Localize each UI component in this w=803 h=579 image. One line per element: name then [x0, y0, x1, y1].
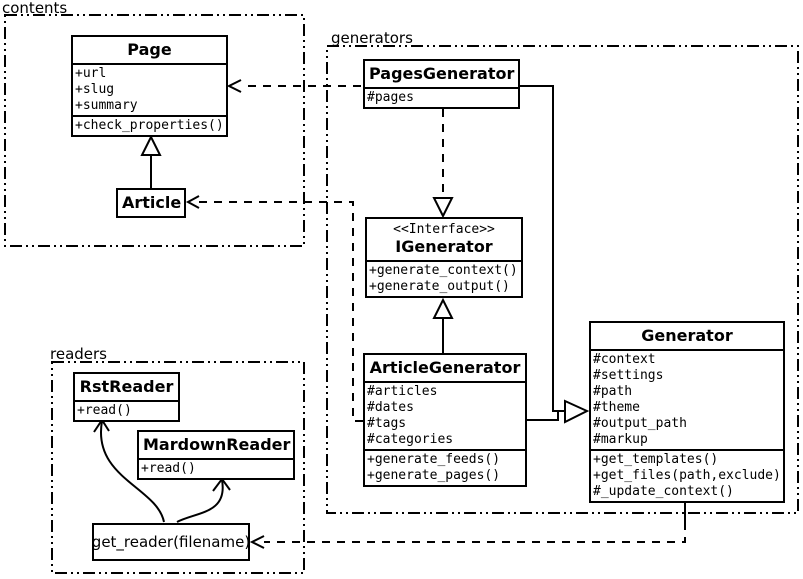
attributes-compartment-generator: #context#settings#path#theme#output_path… [591, 349, 783, 449]
class-box-articlegenerator: ArticleGenerator #articles#dates#tags#ca… [363, 353, 527, 487]
member-row: +get_templates() [593, 452, 719, 467]
edge-pagesgenerator-igenerator-realization [432, 109, 454, 219]
class-title-igenerator: <<Interface>> IGenerator [367, 219, 521, 260]
class-name-generator: Generator [641, 326, 733, 345]
class-name-rstreader: RstReader [79, 377, 174, 396]
member-row: +check_properties() [75, 118, 224, 133]
attributes-compartment-articlegenerator: #articles#dates#tags#categories [365, 381, 525, 449]
class-box-rstreader: RstReader +read() [73, 372, 180, 422]
class-box-mardownreader: MardownReader +read() [137, 430, 295, 480]
class-name-pagesgenerator: PagesGenerator [369, 64, 515, 83]
methods-compartment-mardownreader: +read() [139, 458, 293, 478]
package-label-generators: generators [331, 29, 413, 47]
edge-generators-generator-inheritance [520, 85, 590, 424]
member-row: #articles [367, 384, 438, 399]
member-row: +read() [141, 461, 196, 476]
member-row: +url [75, 66, 107, 81]
class-name-igenerator: IGenerator [395, 237, 493, 256]
methods-compartment-page: +check_properties() [73, 115, 226, 135]
member-row: #tags [367, 416, 407, 431]
member-row: #path [593, 384, 633, 399]
function-label-get-reader: get_reader(filename) [91, 533, 251, 551]
class-box-article: Article [116, 188, 186, 218]
class-box-page: Page +url+slug+summary +check_properties… [71, 35, 228, 137]
class-box-igenerator: <<Interface>> IGenerator +generate_conte… [365, 217, 523, 298]
stereotype-igenerator: <<Interface>> [393, 222, 495, 237]
package-frame-generators [326, 45, 799, 514]
edge-articlegenerator-igenerator-inheritance [432, 297, 454, 353]
member-row: #_update_context() [593, 484, 734, 499]
member-row: #theme [593, 400, 640, 415]
edge-article-page-inheritance [140, 134, 162, 188]
attributes-compartment-pagesgenerator: #pages [365, 87, 518, 107]
member-row: #markup [593, 432, 648, 447]
member-row: +read() [77, 403, 132, 418]
member-row: #output_path [593, 416, 687, 431]
member-row: +generate_pages() [367, 468, 501, 483]
methods-compartment-rstreader: +read() [75, 400, 178, 420]
edge-articlegenerator-article-dependency [185, 195, 363, 422]
member-row: +generate_context() [369, 263, 518, 278]
edge-pagesgenerator-page-dependency [226, 79, 361, 93]
member-row: +generate_feeds() [367, 452, 501, 467]
class-name-articlegenerator: ArticleGenerator [369, 358, 521, 377]
member-row: +slug [75, 82, 115, 97]
attributes-compartment-page: +url+slug+summary [73, 63, 226, 115]
class-box-generator: Generator #context#settings#path#theme#o… [589, 321, 785, 503]
edge-generator-getreader-dependency [249, 503, 686, 549]
member-row: +get_files(path,exclude) [593, 468, 781, 483]
member-row: #context [593, 352, 656, 367]
class-name-page: Page [127, 40, 172, 59]
methods-compartment-articlegenerator: +generate_feeds()+generate_pages() [365, 449, 525, 485]
class-name-mardownreader: MardownReader [143, 435, 291, 454]
class-box-pagesgenerator: PagesGenerator #pages [363, 59, 520, 109]
methods-compartment-generator: +get_templates()+get_files(path,exclude)… [591, 449, 783, 501]
methods-compartment-igenerator: +generate_context()+generate_output() [367, 260, 521, 296]
member-row: +summary [75, 98, 138, 113]
member-row: +generate_output() [369, 279, 510, 294]
member-row: #settings [593, 368, 664, 383]
member-row: #categories [367, 432, 454, 447]
package-frame-contents [4, 14, 305, 247]
package-label-contents: contents [2, 0, 68, 17]
edge-getreader-mardownreader-arrow [176, 477, 231, 523]
member-row: #dates [367, 400, 414, 415]
package-frame-readers [51, 361, 305, 574]
package-label-readers: readers [50, 345, 107, 363]
class-name-article: Article [122, 193, 182, 212]
function-box-get-reader: get_reader(filename) [92, 523, 250, 561]
member-row: #pages [367, 90, 414, 105]
